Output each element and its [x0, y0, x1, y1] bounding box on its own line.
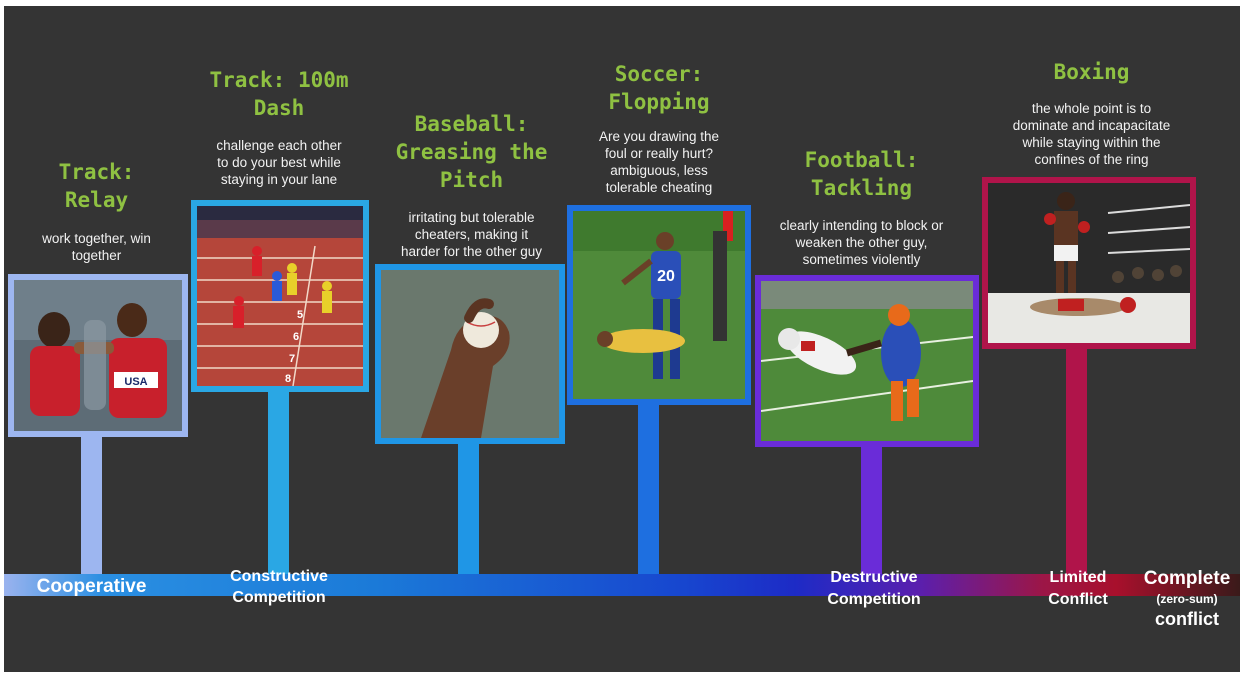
- relay-bib-label: USA: [124, 376, 147, 388]
- stem-relay: [81, 436, 102, 576]
- axis-label-cooperative: Cooperative: [36, 576, 147, 597]
- card-desc-100m: challenge each other to do your best whi…: [216, 138, 342, 187]
- axis-label-complete-end: conflict: [1154, 609, 1219, 629]
- soccer-jersey-number: 20: [657, 268, 675, 285]
- stem-boxing: [1066, 346, 1087, 576]
- card-desc-baseball: irritating but tolerable cheaters, makin…: [400, 210, 543, 259]
- stem-football: [861, 446, 882, 576]
- card-desc-soccer: Are you drawing the foul or really hurt?…: [598, 129, 720, 195]
- spectrum-diagram: Track: Relay work together, win together…: [4, 6, 1240, 672]
- axis-label-complete-note: (zero-sum): [1156, 592, 1218, 606]
- axis-label-complete-main: Complete: [1143, 568, 1231, 589]
- axis-label-limited: Limited Conflict: [1048, 569, 1108, 608]
- svg-text:5: 5: [297, 309, 303, 321]
- card-title-relay: Track: Relay: [58, 160, 135, 212]
- photo-baseball-pitch: [375, 264, 565, 444]
- photo-boxing-knockout: [982, 177, 1196, 349]
- axis-label-destructive: Destructive Competition: [827, 569, 921, 608]
- spectrum-axis: [4, 574, 1240, 596]
- card-title-soccer: Soccer: Flopping: [608, 62, 710, 114]
- card-title-boxing: Boxing: [1053, 60, 1130, 84]
- svg-text:8: 8: [285, 373, 291, 385]
- svg-text:7: 7: [289, 353, 295, 365]
- svg-text:6: 6: [293, 331, 299, 343]
- photo-100m-dash: 5 6 7 8: [191, 200, 369, 392]
- stem-baseball: [458, 442, 479, 576]
- photo-football-tackle: [755, 275, 979, 447]
- axis-label-complete: Complete (zero-sum) conflict: [1134, 568, 1240, 630]
- stem-soccer: [638, 404, 659, 576]
- card-title-100m: Track: 100m Dash: [209, 68, 349, 120]
- card-desc-boxing: the whole point is to dominate and incap…: [1012, 101, 1171, 167]
- axis-label-constructive: Constructive Competition: [230, 568, 328, 606]
- photo-soccer-flop: 20: [567, 205, 751, 405]
- card-desc-relay: work together, win together: [42, 231, 151, 263]
- card-title-baseball: Baseball: Greasing the Pitch: [395, 112, 548, 192]
- card-title-football: Football: Tackling: [804, 148, 919, 200]
- card-desc-football: clearly intending to block or weaken the…: [779, 218, 944, 267]
- stem-100m: [268, 391, 289, 576]
- photo-relay: USA: [8, 274, 188, 437]
